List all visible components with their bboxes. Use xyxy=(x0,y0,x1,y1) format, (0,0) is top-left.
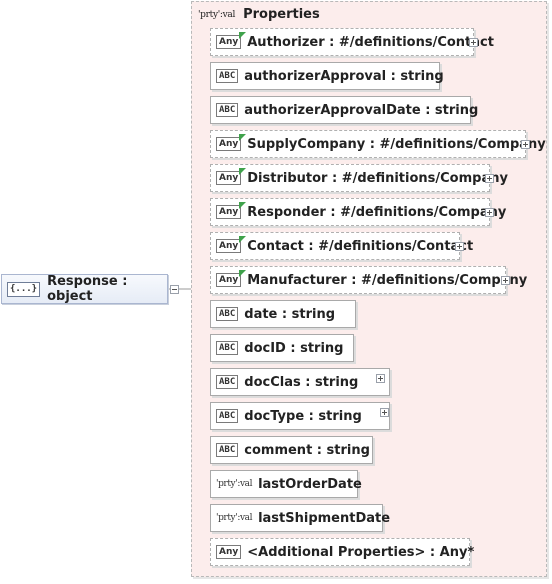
property-last-order-date[interactable]: 'prty':val lastOrderDate xyxy=(210,470,362,498)
string-type-icon: ABC xyxy=(216,69,239,83)
any-type-icon: Any xyxy=(216,545,242,559)
root-label: Response : object xyxy=(47,274,128,304)
expand-button[interactable] xyxy=(455,242,464,251)
property-authorizer-approval[interactable]: ABC authorizerApproval : string xyxy=(210,62,444,90)
root-collapse-button[interactable] xyxy=(170,285,179,294)
reference-flag-icon xyxy=(239,236,247,243)
property-comment[interactable]: ABC comment : string xyxy=(210,436,373,464)
property-label: Authorizer : #/definitions/Contact xyxy=(247,34,494,50)
root-node[interactable]: {...} Response : object xyxy=(1,274,168,304)
property-label: Distributor : #/definitions/Company xyxy=(247,170,508,186)
properties-title: Properties xyxy=(243,7,320,22)
property-value-icon: 'prty':val xyxy=(216,479,253,489)
string-type-icon: ABC xyxy=(216,375,239,389)
property-label: comment : string xyxy=(244,442,370,458)
reference-flag-icon xyxy=(239,168,247,175)
property-authorizer-approval-date[interactable]: ABC authorizerApprovalDate : string xyxy=(210,96,478,124)
property-label: lastOrderDate xyxy=(258,476,362,492)
expand-button[interactable] xyxy=(376,374,385,383)
property-label: <Additional Properties> : Any* xyxy=(247,544,475,560)
reference-flag-icon xyxy=(239,134,247,141)
any-type-icon: Any xyxy=(216,270,247,287)
expand-button[interactable] xyxy=(380,408,389,417)
reference-flag-icon xyxy=(239,32,247,39)
expand-button[interactable] xyxy=(469,38,478,47)
property-label: docClas : string xyxy=(244,374,359,390)
property-label: docID : string xyxy=(244,340,344,356)
properties-header: 'prty':val Properties xyxy=(198,7,320,22)
reference-flag-icon xyxy=(239,270,247,277)
property-value-icon: 'prty':val xyxy=(198,9,236,20)
property-label: SupplyCompany : #/definitions/Company xyxy=(247,136,546,152)
property-label: Responder : #/definitions/Company xyxy=(247,204,507,220)
property-doc-clas[interactable]: ABC docClas : string xyxy=(210,368,390,396)
property-label: Contact : #/definitions/Contact xyxy=(247,238,474,254)
any-type-icon: Any xyxy=(216,134,247,151)
property-last-shipment-date[interactable]: 'prty':val lastShipmentDate xyxy=(210,504,390,532)
any-type-icon: Any xyxy=(216,236,247,253)
property-label: Manufacturer : #/definitions/Company xyxy=(247,272,528,288)
any-type-icon: Any xyxy=(216,168,247,185)
property-doc-type[interactable]: ABC docType : string xyxy=(210,402,390,430)
property-value-icon: 'prty':val xyxy=(216,513,253,523)
expand-button[interactable] xyxy=(501,276,510,285)
string-type-icon: ABC xyxy=(216,409,239,423)
string-type-icon: ABC xyxy=(216,307,239,321)
string-type-icon: ABC xyxy=(216,103,239,117)
property-label: date : string xyxy=(244,306,336,322)
string-type-icon: ABC xyxy=(216,443,239,457)
expand-button[interactable] xyxy=(521,140,530,149)
object-icon: {...} xyxy=(7,281,41,297)
string-type-icon: ABC xyxy=(216,341,239,355)
any-type-icon: Any xyxy=(216,32,247,49)
reference-flag-icon xyxy=(239,202,247,209)
property-doc-id[interactable]: ABC docID : string xyxy=(210,334,354,362)
property-label: lastShipmentDate xyxy=(258,510,391,526)
expand-button[interactable] xyxy=(485,208,494,217)
expand-button[interactable] xyxy=(485,174,494,183)
property-date[interactable]: ABC date : string xyxy=(210,300,356,328)
property-additional-properties[interactable]: Any <Additional Properties> : Any* xyxy=(210,538,474,566)
property-label: docType : string xyxy=(244,408,362,424)
any-type-icon: Any xyxy=(216,202,247,219)
property-label: authorizerApproval : string xyxy=(244,68,444,84)
property-label: authorizerApprovalDate : string xyxy=(244,102,479,118)
